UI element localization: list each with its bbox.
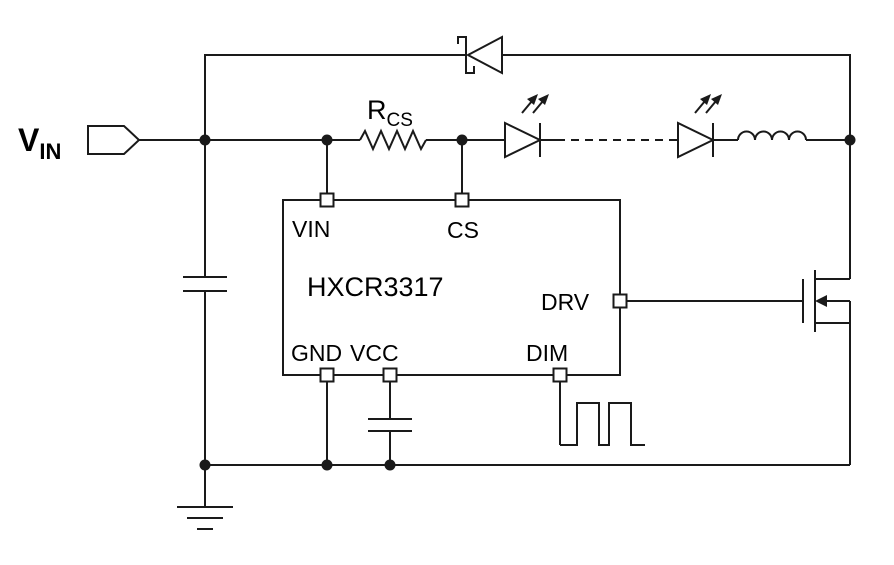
led2-emission-arrow-1 (694, 100, 706, 114)
wire-top-rail (204, 54, 466, 140)
inductor-coils (737, 130, 807, 141)
vcc-capacitor (368, 418, 412, 432)
mosfet-body-arrow (815, 295, 827, 307)
junction-dot (456, 134, 468, 146)
junction-dot (844, 134, 856, 146)
junction-dot (199, 459, 211, 471)
pin-vcc (382, 367, 398, 383)
led2-emission-arrow-2 (705, 100, 717, 114)
led-1 (504, 94, 549, 159)
junction-dot (384, 459, 396, 471)
diode-cathode-bar (457, 36, 475, 74)
pin-label-dim: DIM (526, 340, 568, 366)
pwm-dimming-waveform (560, 402, 645, 446)
led1-triangle (504, 121, 543, 159)
pin-gnd (319, 367, 335, 383)
led-2 (677, 94, 722, 159)
pin-label-cs: CS (447, 217, 479, 243)
pin-dim (552, 367, 568, 383)
input-tag-shape (87, 125, 141, 155)
pin-label-gnd: GND (291, 340, 342, 366)
junction-dot (199, 134, 211, 146)
square-wave-icon (560, 402, 645, 446)
led1-emission-arrow-1 (521, 100, 533, 114)
sense-resistor: RCS (359, 95, 427, 152)
input-terminal (87, 125, 141, 155)
pin-label-drv: DRV (541, 289, 590, 315)
wire-top-rail-right (502, 54, 851, 140)
pin-label-vin: VIN (292, 216, 330, 242)
led2-emission-arrowhead-2 (711, 94, 722, 105)
led1-emission-arrowhead-1 (527, 94, 538, 105)
pin-label-vcc: VCC (350, 340, 399, 366)
pin-drv (612, 293, 628, 309)
inductor (737, 130, 807, 141)
junction-dot (321, 134, 333, 146)
freewheeling-diode (457, 35, 503, 75)
ic-body (282, 199, 621, 376)
wires (139, 54, 851, 507)
led2-triangle (677, 121, 716, 159)
pin-cs (454, 192, 470, 208)
diode-triangle (465, 35, 503, 75)
ground (177, 506, 233, 530)
led2-emission-arrowhead-1 (700, 94, 711, 105)
junction-dot (321, 459, 333, 471)
input-voltage-label: VIN (18, 122, 61, 164)
resistor-zigzag (359, 128, 427, 152)
input-capacitor (183, 276, 227, 292)
junction-dots (199, 134, 856, 471)
led1-emission-arrowhead-2 (538, 94, 549, 105)
driver-ic: HXCR3317 VIN CS DRV GND VCC DIM (282, 192, 628, 383)
resistor-label: RCS (367, 95, 413, 131)
power-mosfet (802, 270, 850, 332)
ic-part-number: HXCR3317 (307, 272, 444, 302)
led1-emission-arrow-2 (532, 100, 544, 114)
pin-vin (319, 192, 335, 208)
